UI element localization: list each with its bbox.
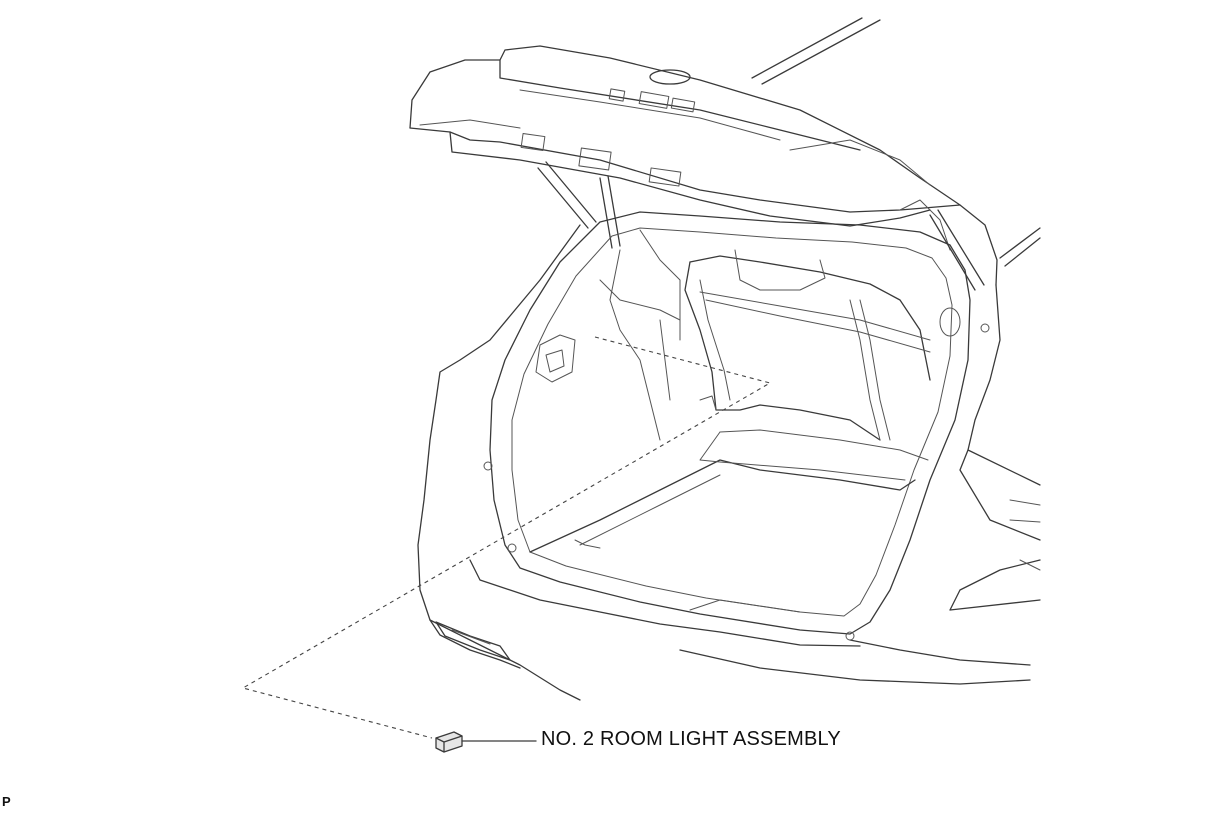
corner-mark: P xyxy=(2,794,11,809)
rear-seats xyxy=(535,229,961,441)
body-outline xyxy=(417,224,1041,701)
room-light-label: NO. 2 ROOM LIGHT ASSEMBLY xyxy=(541,728,841,750)
liftgate xyxy=(409,45,998,286)
room-light-icon xyxy=(435,731,463,753)
cargo-opening xyxy=(483,211,990,641)
cargo-floor xyxy=(529,429,929,613)
liftgate-struts xyxy=(537,161,985,291)
roof-rails xyxy=(751,17,1041,267)
rear-bumper xyxy=(429,559,861,669)
callout-leaders xyxy=(241,336,772,739)
